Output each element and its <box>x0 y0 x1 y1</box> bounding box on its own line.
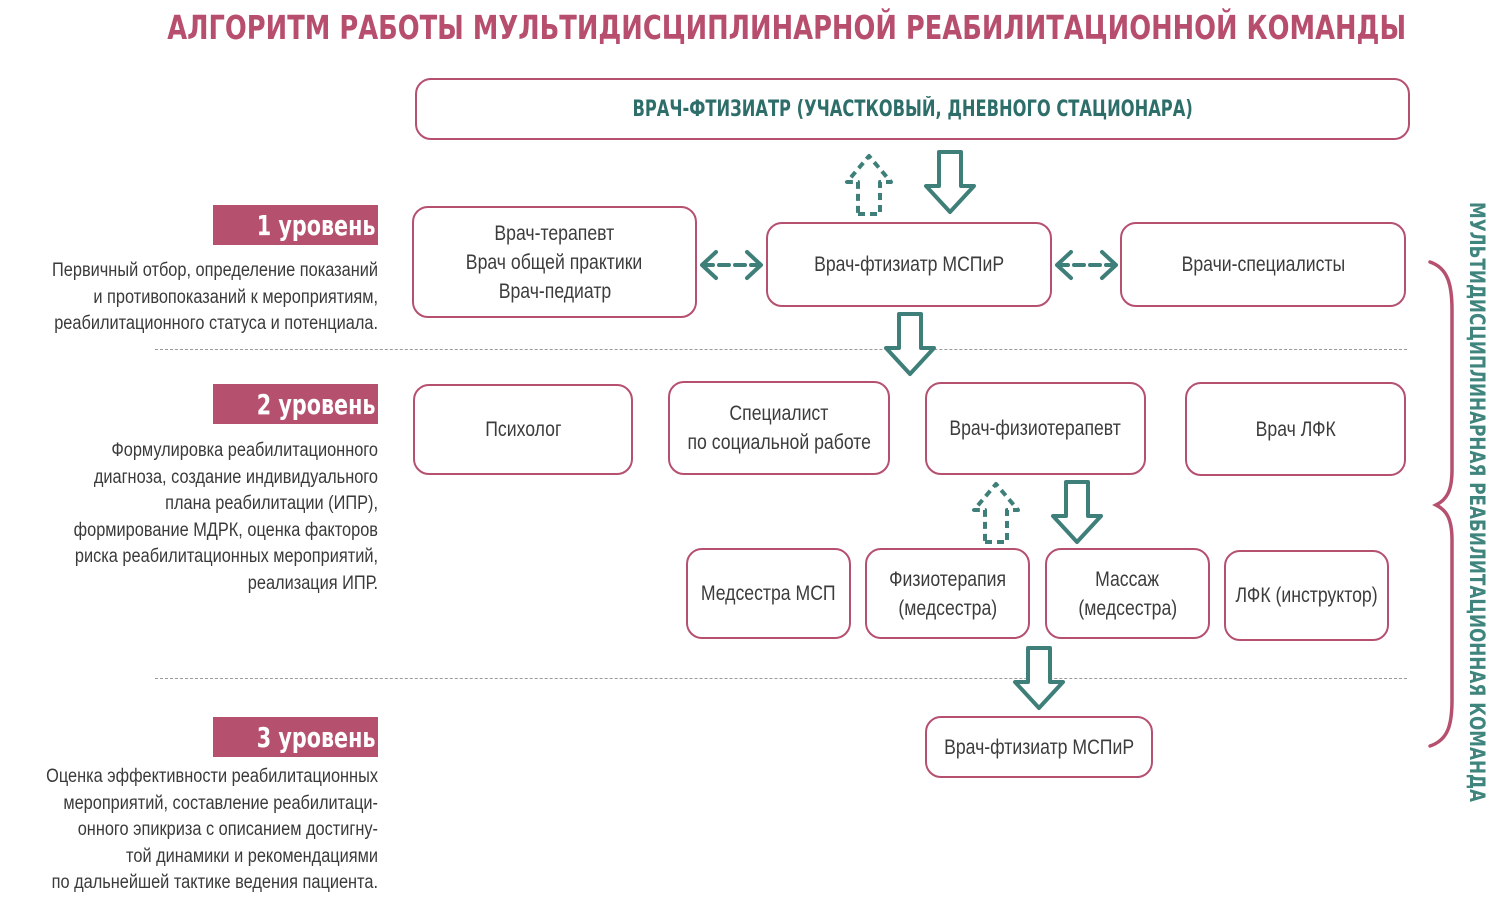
team-brace <box>1428 260 1454 748</box>
top-box-phthisiatrician-district: ВРАЧ-ФТИЗИАТР (УЧАСТКОВЫЙ, ДНЕВНОГО СТАЦ… <box>415 78 1410 140</box>
box-physiotherapist: Врач-физиотерапевт <box>925 382 1146 475</box>
down-arrow-top-to-phthisiatrician <box>924 150 976 214</box>
level-2-description: Формулировка реабилитационного диагноза,… <box>73 440 379 594</box>
level-1-description: Первичный отбор, определение показаний и… <box>52 260 379 334</box>
box-final-phthisiatrician: Врач-фтизиатр МСПиР <box>925 716 1153 778</box>
box-therapist-gp-pediatrician: Врач-терапевт Врач общей практики Врач-п… <box>412 206 697 318</box>
box-lfk-instructor: ЛФК (инструктор) <box>1224 550 1389 641</box>
level-2-badge: 2 уровень <box>213 384 378 424</box>
page-title: АЛГОРИТМ РАБОТЫ МУЛЬТИДИСЦИПЛИНАРНОЙ РЕА… <box>167 8 1407 47</box>
box-physio-nurse: Физиотерапия (медсестра) <box>865 548 1030 639</box>
box-lfk-doctor: Врач ЛФК <box>1185 382 1406 476</box>
top-box-label: ВРАЧ-ФТИЗИАТР (УЧАСТКОВЫЙ, ДНЕВНОГО СТАЦ… <box>632 96 1193 122</box>
box-psychologist: Психолог <box>413 384 633 475</box>
down-arrow-level1-to-level2 <box>884 312 936 376</box>
double-arrow-phthisiatrician-specialists <box>1055 250 1118 280</box>
box-social-worker: Специалист по социальной работе <box>668 381 890 475</box>
level-1-badge: 1 уровень <box>213 205 378 245</box>
box-massage-nurse: Массаж (медсестра) <box>1045 548 1210 639</box>
box-phthisiatrician-mspir: Врач-фтизиатр МСПиР <box>766 222 1052 307</box>
box-specialists: Врачи-специалисты <box>1120 222 1406 307</box>
side-label-team: МУЛЬТИДИСЦИПЛИНАРНАЯ РЕАБИЛИТАЦИОННАЯ КО… <box>1465 202 1489 802</box>
box-nurse-msp: Медсестра МСП <box>686 548 851 639</box>
dashed-up-arrow-top <box>845 154 893 216</box>
level-separator-1 <box>155 349 1407 350</box>
double-arrow-therapist-phthisiatrician <box>700 250 763 280</box>
dashed-up-arrow-lower <box>972 482 1020 544</box>
level-3-description: Оценка эффективности реабилитационных ме… <box>46 766 379 893</box>
down-arrow-physiotherapist-to-massage <box>1051 480 1103 544</box>
level-3-badge: 3 уровень <box>213 717 378 757</box>
level-separator-2 <box>155 678 1407 679</box>
down-arrow-level2-to-level3 <box>1013 646 1065 710</box>
